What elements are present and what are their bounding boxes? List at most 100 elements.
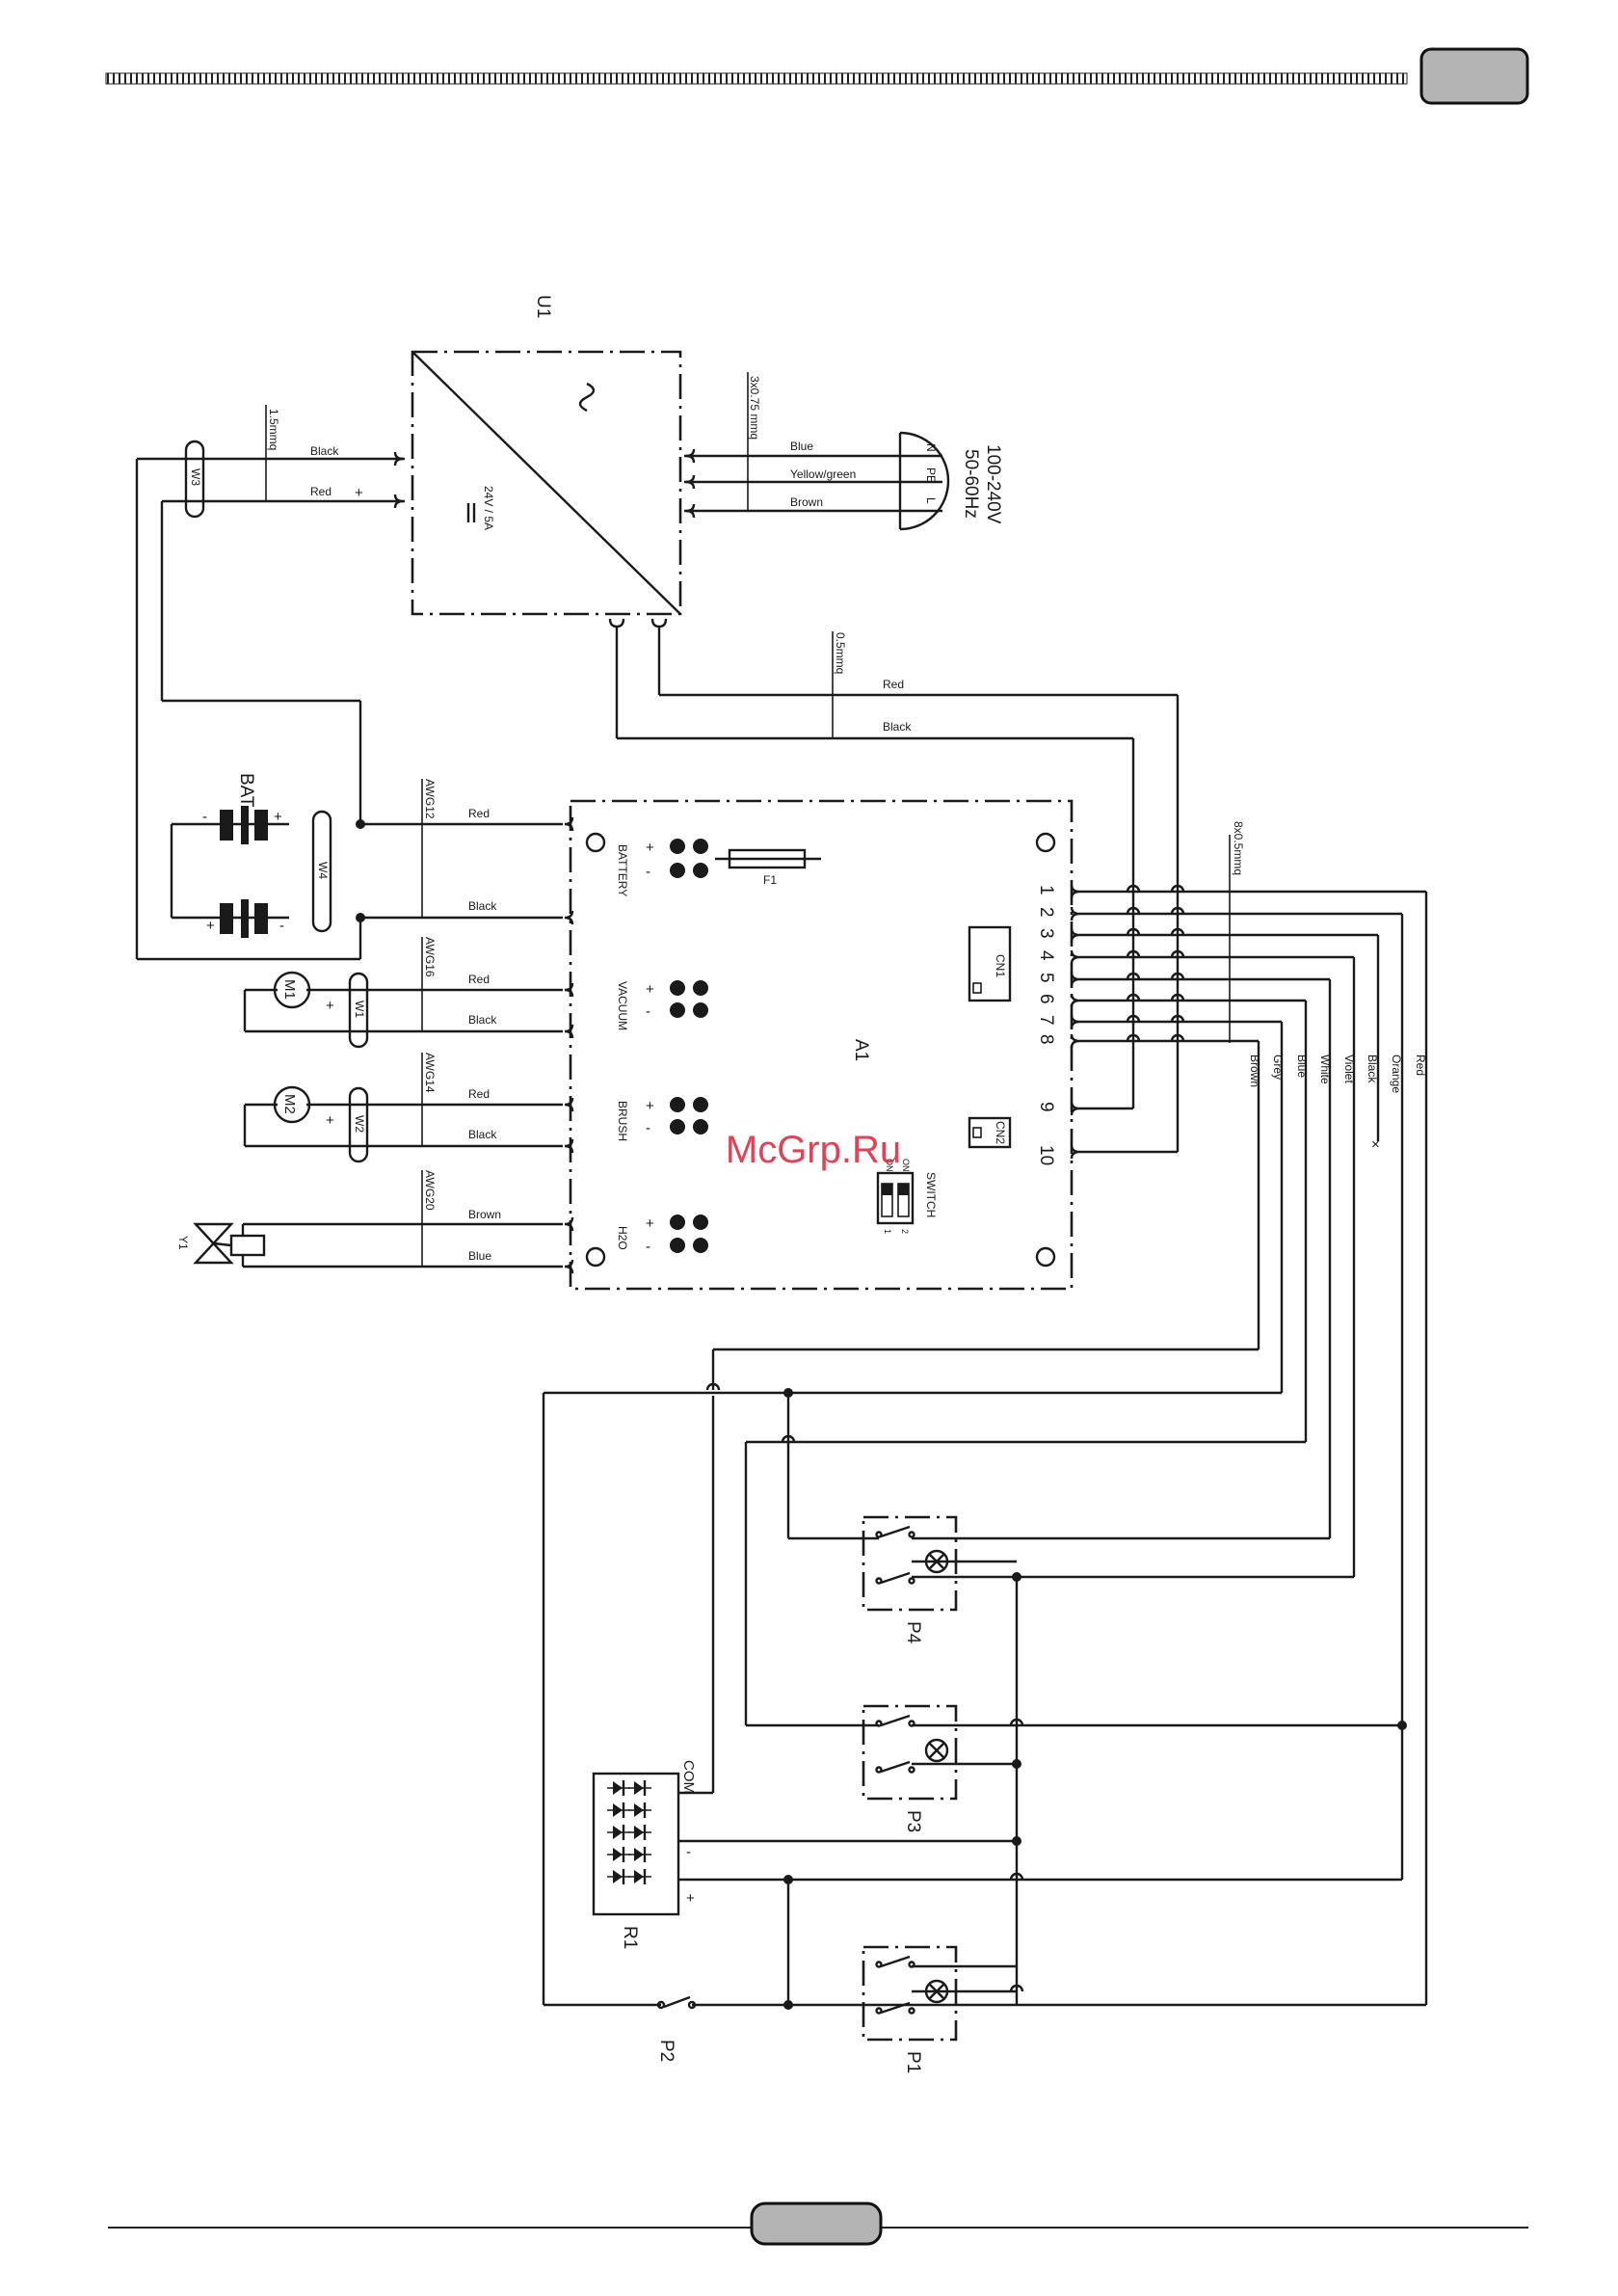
psu-out-connector <box>393 451 404 467</box>
harness-cable: 8x0.5mmq <box>1232 821 1245 875</box>
footer-tab <box>750 2202 883 2246</box>
watermark: McGrp.Ru <box>726 1129 901 1171</box>
svg-text:-: - <box>686 1844 691 1860</box>
terminal-dot <box>693 863 708 878</box>
terminal-dot <box>693 1002 708 1018</box>
svg-text:4: 4 <box>1036 950 1056 961</box>
psu-bottom-red: Red <box>883 678 904 691</box>
svg-text:Orange: Orange <box>1390 1055 1403 1093</box>
battery-ref: BAT <box>236 773 256 808</box>
board-input-connector <box>564 1216 574 1232</box>
fuse-f1: F1 <box>763 873 777 887</box>
svg-text:Red: Red <box>1414 1055 1427 1076</box>
board-pin-6: 6 <box>1036 993 1080 1008</box>
svg-text:COM: COM <box>680 1760 697 1794</box>
switch-box: P4 <box>862 1515 958 1644</box>
mains-wire-blue: Blue <box>790 440 813 453</box>
svg-text:-: - <box>202 809 207 825</box>
battery-wire-black: Black <box>468 899 497 913</box>
psu-freq: 50-60Hz <box>961 449 981 519</box>
rectifier-r1 <box>592 1772 680 1916</box>
board-input-connector <box>564 910 574 925</box>
svg-text:P3: P3 <box>903 1810 923 1832</box>
svg-text:AWG20: AWG20 <box>423 1170 437 1211</box>
svg-text:ON: ON <box>885 1159 894 1172</box>
terminal-sign: - <box>646 1239 650 1255</box>
motor-m2: M2 + W2 AWG14 Red Black <box>243 1053 563 1163</box>
mains-cable: 3x0.75 mmq <box>748 376 761 440</box>
board-pin-4: 4 <box>1036 949 1080 965</box>
board-input-connector <box>564 1024 574 1039</box>
svg-text:AWG14: AWG14 <box>423 1053 437 1093</box>
terminal-dot <box>693 1097 708 1112</box>
terminal-dot <box>670 1238 685 1253</box>
dip-switch <box>876 1171 915 1225</box>
board-input-connector <box>564 816 574 832</box>
battery-cable: AWG12 <box>423 779 437 819</box>
board-pin-8: 8 <box>1036 1033 1080 1049</box>
svg-text:CN2: CN2 <box>994 1121 1007 1144</box>
switch-box: P1 <box>862 1945 958 2073</box>
svg-text:W4: W4 <box>316 862 330 879</box>
terminal-sign: + <box>646 981 654 998</box>
terminal-dot <box>693 980 708 996</box>
psu-out-red: Red <box>310 485 332 498</box>
section-vacuum: VACUUM <box>616 981 629 1030</box>
board-pin-3: 3 <box>1036 927 1080 943</box>
board-pin-1: 1 <box>1036 884 1080 899</box>
board-pin-5: 5 <box>1036 972 1080 987</box>
switch-box: P3 <box>862 1704 958 1832</box>
psu-ref: U1 <box>533 295 553 318</box>
terminal-sign: - <box>646 1003 650 1020</box>
svg-text:+: + <box>686 1890 695 1907</box>
svg-text:9: 9 <box>1036 1102 1056 1112</box>
terminal-dot <box>670 863 685 878</box>
board-pin-9: 9 <box>1036 1101 1080 1116</box>
svg-text:AWG16: AWG16 <box>423 937 437 977</box>
svg-text:Black: Black <box>1366 1055 1379 1083</box>
psu-input: 100-240V <box>983 444 1003 524</box>
svg-text:M1: M1 <box>281 979 298 1000</box>
section-brush: BRUSH <box>616 1101 629 1141</box>
psu-out-plus: + <box>355 485 363 501</box>
terminal-sign: - <box>646 1120 650 1136</box>
power-supply-u1: U1 24V / 5A 100-240V 50-60Hz 3x0.75 mmq … <box>135 295 1178 959</box>
connector-cn1 <box>968 925 1012 1002</box>
motor-m1: M1 + W1 AWG16 Red Black <box>243 937 563 1049</box>
svg-text:6: 6 <box>1036 994 1056 1004</box>
terminal-dot <box>693 1238 708 1253</box>
terminal-sign: + <box>646 1098 654 1114</box>
terminal-dot <box>670 1119 685 1135</box>
svg-text:7: 7 <box>1036 1015 1056 1026</box>
psu-out-connector <box>393 494 404 509</box>
svg-text:2: 2 <box>1036 907 1056 918</box>
section-h2o: H2O <box>616 1226 629 1250</box>
terminal-dot <box>693 1215 708 1230</box>
mains-wire-yg: Yellow/green <box>790 467 856 481</box>
connector-cn2 <box>968 1116 1012 1149</box>
terminal-dot <box>670 839 685 854</box>
board-input-connector <box>564 982 574 998</box>
svg-text:-: - <box>279 918 284 934</box>
terminal-sign: - <box>646 864 650 880</box>
board-pin-7: 7 <box>1036 1014 1080 1029</box>
svg-text:3: 3 <box>1036 928 1056 939</box>
battery-wire-red: Red <box>468 807 490 820</box>
svg-text:+: + <box>326 998 334 1014</box>
psu-rating: 24V / 5A <box>482 486 495 530</box>
psu-out-cable: 1.5mmq <box>267 409 280 450</box>
board-input-connector <box>564 1138 574 1154</box>
svg-text:SWITCH: SWITCH <box>924 1172 938 1217</box>
valve-y1: Y1 AWG20 Brown Blue <box>176 1170 563 1268</box>
board-pin-10: 10 <box>1036 1144 1080 1165</box>
psu-bottom-connector <box>650 618 668 628</box>
svg-text:2: 2 <box>900 1229 910 1234</box>
svg-text:P4: P4 <box>903 1621 923 1644</box>
svg-text:White: White <box>1318 1055 1332 1084</box>
section-battery: BATTERY <box>616 844 629 896</box>
header-bar <box>105 47 1529 105</box>
switch-p2: P2 <box>656 2040 676 2062</box>
